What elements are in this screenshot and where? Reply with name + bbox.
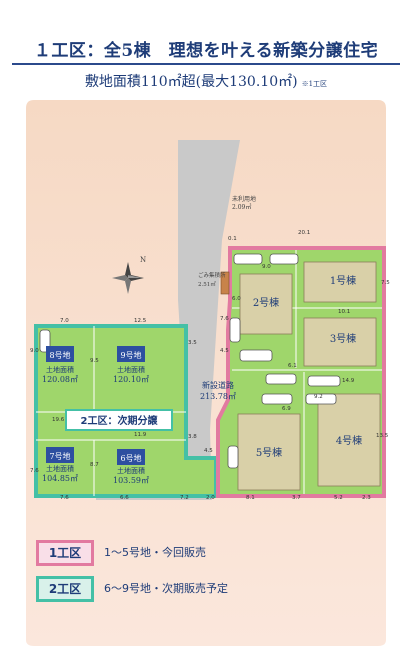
page-title: １工区：全5棟 理想を叶える新築分譲住宅 <box>33 41 379 61</box>
dimension-label: 9.5 <box>90 358 99 364</box>
badge-lot7 <box>46 447 74 463</box>
unused-land-label: 未利用地 <box>232 195 256 203</box>
legend-zone1-text: 1～5号地・今回販売 <box>104 546 206 559</box>
lot6-area: 103.59㎡ <box>113 476 149 485</box>
dimension-label: 9.0 <box>30 348 39 354</box>
dimension-label: 8.7 <box>90 462 99 468</box>
dimension-label: 6.6 <box>120 495 129 501</box>
dimension-label: 9.2 <box>314 394 323 400</box>
new-road <box>178 140 240 500</box>
badge-lot9 <box>117 346 145 362</box>
dimension-label: 8.1 <box>246 495 255 501</box>
dimension-label: 13.5 <box>376 433 389 439</box>
zone2-label: 2工区：次期分譲 <box>81 414 159 427</box>
dimension-label: 7.2 <box>180 495 189 501</box>
dimension-labels: 0.1 20.1 9.0 6.0 7.5 10.1 7.6 4.5 6.1 14.9 9.2 13.5… <box>30 230 390 501</box>
lot5-name: 5号棟 <box>256 446 282 459</box>
badge-lot6 <box>117 449 145 465</box>
dimension-label: 2.3 <box>362 495 371 501</box>
lot2-name: 2号棟 <box>253 296 279 309</box>
dimension-label: 7.6 <box>30 468 39 474</box>
legend-zone1: 1工区 1～5号地・今回販売 <box>36 540 388 566</box>
lot1-name: 1号棟 <box>330 274 356 287</box>
lot4-name: 4号棟 <box>336 434 362 447</box>
lot8-name: 8号地 <box>49 350 70 360</box>
dimension-label: 3.5 <box>188 340 197 346</box>
lot9-area: 120.10㎡ <box>113 375 149 384</box>
dimension-label: 19.6 <box>52 417 65 423</box>
dimension-label: 2.0 <box>206 495 215 501</box>
lot6-area-label: 土地面積 <box>117 466 145 475</box>
dimension-label: 9.0 <box>262 264 271 270</box>
legend-zone2-text: 6～9号地・次期販売予定 <box>104 582 228 595</box>
lot8-area-label: 土地面積 <box>46 365 74 374</box>
lot3-name: 3号棟 <box>330 332 356 345</box>
dimension-label: 7.6 <box>60 495 69 501</box>
lot8-area: 120.08㎡ <box>42 375 78 384</box>
zone-note: ※1工区 <box>301 80 328 88</box>
unused-land-area: 2.09㎡ <box>232 203 251 211</box>
legend-zone2-badge: 2工区 <box>36 576 94 602</box>
legend-zone2: 2工区 6～9号地・次期販売予定 <box>36 576 388 602</box>
dimension-label: 7.0 <box>60 318 69 324</box>
lot6-name: 6号地 <box>120 453 141 463</box>
dimension-label: 12.5 <box>134 318 147 324</box>
legend-zone1-badge: 1工区 <box>36 540 94 566</box>
lot9-area-label: 土地面積 <box>117 365 145 374</box>
dimension-label: 14.9 <box>342 378 355 384</box>
dimension-label: 7.6 <box>220 316 229 322</box>
dimension-label: 10.1 <box>338 309 350 315</box>
lot7-area: 104.85㎡ <box>42 474 78 483</box>
lot7-name: 7号地 <box>49 451 70 461</box>
dimension-label: 0.1 <box>228 236 237 242</box>
north-arrow-icon <box>112 262 144 294</box>
garbage-spot <box>220 271 230 295</box>
north-label: N <box>140 256 146 264</box>
lot9-name: 9号地 <box>120 350 141 360</box>
dimension-label: 4.5 <box>204 448 213 454</box>
road-area: 213.78㎡ <box>200 392 236 401</box>
dimension-label: 11.9 <box>134 432 147 438</box>
dimension-label: 3.7 <box>292 495 301 501</box>
site-area-headline: 敷地面積110㎡超(最大130.10㎡) <box>84 74 298 90</box>
dimension-label: 6.1 <box>288 363 297 369</box>
parked-cars <box>39 253 341 469</box>
dimension-label: 7.5 <box>381 280 390 286</box>
garbage-area: 2.51㎡ <box>198 280 216 288</box>
badge-lot8 <box>46 346 74 362</box>
zone2-label-box <box>65 409 173 431</box>
dimension-label: 6.9 <box>282 406 291 412</box>
title-rule <box>12 63 400 65</box>
dimension-label: 4.5 <box>220 348 229 354</box>
subtitle: 敷地面積110㎡超(最大130.10㎡)※1工区 <box>0 71 412 91</box>
dimension-label: 6.0 <box>232 296 241 302</box>
dimension-label: 5.2 <box>334 495 343 501</box>
lot7-area-label: 土地面積 <box>46 464 74 473</box>
dimension-label: 20.1 <box>298 230 310 236</box>
garbage-label: ごみ集積所 <box>198 271 226 279</box>
dimension-label: 3.8 <box>188 434 197 440</box>
road-label: 新設道路 <box>202 380 234 390</box>
